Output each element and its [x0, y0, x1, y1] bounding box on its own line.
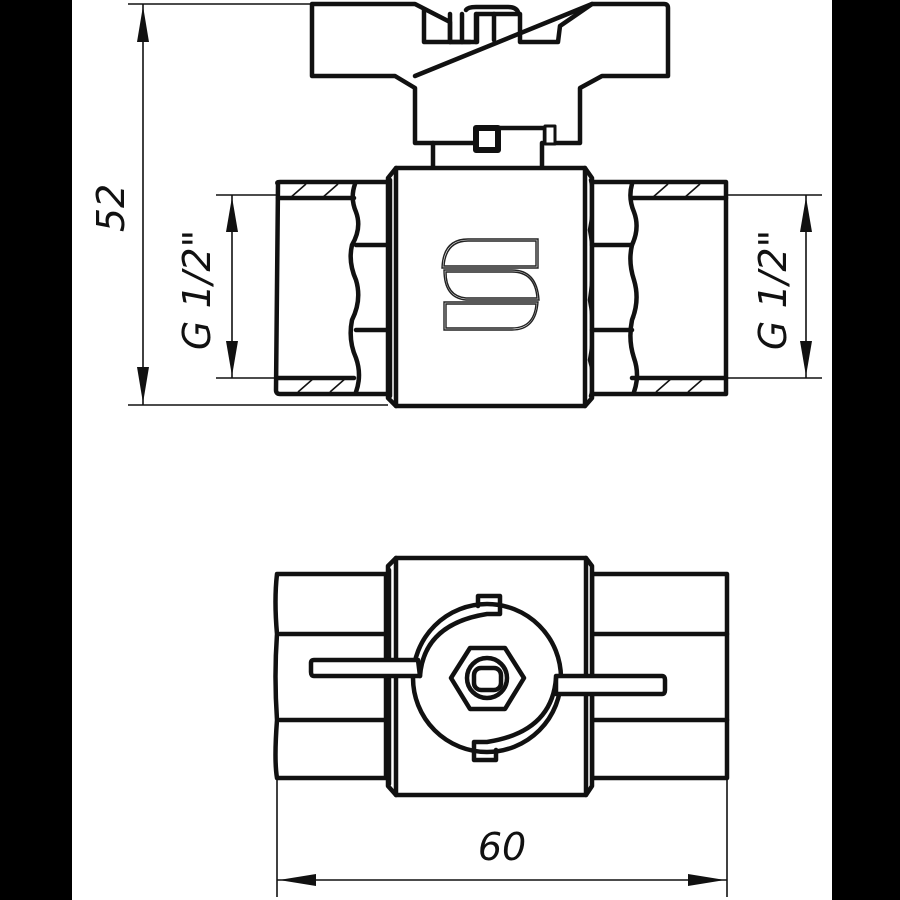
letterbox-right — [832, 0, 900, 900]
letterbox-left — [0, 0, 72, 900]
butterfly-handle-top — [308, 593, 668, 763]
front-view: 52 G 1/2" G 1/2" — [89, 1, 822, 409]
dimension-height: 52 — [89, 3, 388, 406]
height-dimension-label: 52 — [89, 184, 133, 232]
dimension-thread-right: G 1/2" — [726, 194, 822, 379]
dimension-thread-left: G 1/2" — [175, 194, 278, 379]
valve-body — [385, 165, 596, 409]
length-dimension-label: 60 — [478, 825, 526, 869]
right-port — [589, 179, 729, 397]
brand-logo-icon — [441, 238, 540, 331]
butterfly-handle — [309, 1, 671, 179]
hex-nut-icon — [448, 645, 527, 712]
dimension-length: 60 — [276, 778, 728, 897]
top-view: 60 — [273, 555, 730, 897]
left-port — [273, 179, 391, 397]
thread-left-label: G 1/2" — [175, 230, 219, 350]
thread-right-label: G 1/2" — [751, 230, 795, 350]
